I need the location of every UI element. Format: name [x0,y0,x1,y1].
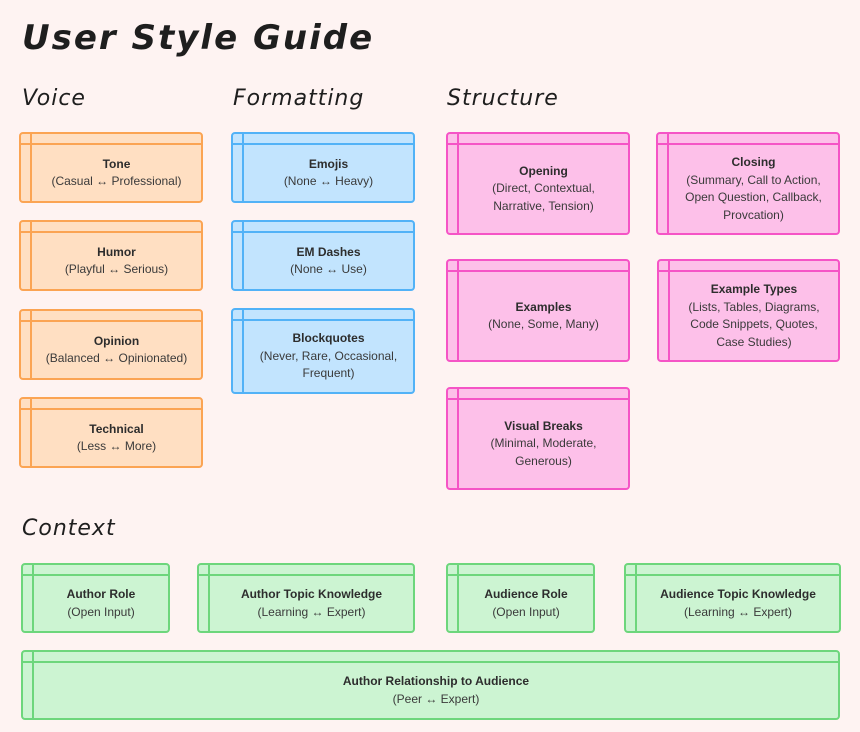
card-title: Emojis [308,156,349,171]
card-em-dashes[interactable]: EM Dashes (None ↔ Use) [231,220,415,291]
card-header-strip [199,574,413,576]
card-title: Humor [97,244,136,259]
card-description: (Direct, Contextual, Narrative, Tension) [492,181,595,213]
card-side-strip [242,134,244,201]
card-description: (Casual ↔ Professional) [51,174,182,188]
card-title: EM Dashes [296,244,361,259]
card-side-strip [32,565,34,631]
card-header-strip [23,661,838,663]
card-side-strip [30,311,32,378]
card-description: (Peer ↔ Expert) [392,691,480,706]
card-blockquotes[interactable]: Blockquotes (Never, Rare, Occasional, Fre… [231,308,415,394]
card-side-strip [457,261,459,360]
card-description: (Lists, Tables, Diagrams, Code Snippets,… [688,299,820,349]
card-audience-role[interactable]: Audience Role (Open Input) [446,563,595,633]
card-description: (Learning ↔ Expert) [257,604,366,619]
card-side-strip [30,222,32,289]
card-description: (None ↔ Use) [290,262,367,276]
card-author-topic-knowledge[interactable]: Author Topic Knowledge (Learning ↔ Expert… [197,563,415,633]
card-title: Opening [519,163,568,178]
card-header-strip [659,270,838,272]
card-title: Audience Topic Knowledge [660,587,816,601]
card-humor[interactable]: Humor (Playful ↔ Serious) [19,220,203,291]
card-title: Author Relationship to Audience [342,674,530,688]
card-tone[interactable]: Tone (Casual ↔ Professional) [19,132,203,203]
card-title: Audience Role [484,587,568,601]
card-side-strip [30,134,32,201]
card-title: Tone [102,156,131,171]
card-description: (Learning ↔ Expert) [683,604,793,619]
card-description: (Open Input) [67,604,135,619]
card-header-strip [21,143,201,145]
card-header-strip [626,574,839,576]
card-side-strip [242,310,244,392]
card-header-strip [448,398,628,400]
card-visual-breaks[interactable]: Visual Breaks (Minimal, Moderate, Generou… [446,387,630,490]
card-side-strip [668,261,670,360]
card-header-strip [233,231,413,233]
card-audience-topic-knowledge[interactable]: Audience Topic Knowledge (Learning ↔ Expe… [624,563,841,633]
card-author-role[interactable]: Author Role (Open Input) [21,563,170,633]
card-header-strip [448,143,628,145]
card-header-strip [658,143,838,145]
card-title: Author Topic Knowledge [240,587,383,601]
card-description: (None ↔ Heavy) [283,174,374,188]
card-side-strip [457,134,459,233]
card-description: (Balanced ↔ Opinionated) [45,351,188,365]
card-side-strip [667,134,669,233]
card-side-strip [208,565,210,631]
section-heading-formatting: Formatting [233,86,365,111]
card-examples[interactable]: Examples (None, Some, Many) [446,259,630,362]
card-description: (Less ↔ More) [76,439,157,453]
page-title: User Style Guide [22,18,375,58]
card-header-strip [21,408,201,410]
section-heading-context: Context [22,516,116,541]
card-opening[interactable]: Opening (Direct, Contextual, Narrative, T… [446,132,630,235]
card-side-strip [30,399,32,466]
card-header-strip [23,574,168,576]
card-author-relationship-to-audience[interactable]: Author Relationship to Audience (Peer ↔ E… [21,650,840,720]
card-title: Author Role [66,587,136,601]
card-opinion[interactable]: Opinion (Balanced ↔ Opinionated) [19,309,203,380]
card-title: Examples [515,299,572,314]
card-closing[interactable]: Closing (Summary, Call to Action, Open Qu… [656,132,840,235]
card-header-strip [448,270,628,272]
card-header-strip [233,143,413,145]
card-side-strip [457,389,459,488]
card-description: (None, Some, Many) [488,317,599,331]
card-description: (Summary, Call to Action, Open Question,… [685,172,822,222]
card-description: (Playful ↔ Serious) [64,262,169,276]
card-header-strip [21,320,201,322]
card-header-strip [21,231,201,233]
card-header-strip [448,574,593,576]
card-example-types[interactable]: Example Types (Lists, Tables, Diagrams, C… [657,259,840,362]
card-side-strip [457,565,459,631]
card-header-strip [233,319,413,321]
card-title: Opinion [93,333,140,348]
card-title: Example Types [710,282,798,296]
section-heading-voice: Voice [22,86,86,111]
card-title: Visual Breaks [504,418,583,433]
section-heading-structure: Structure [447,86,559,111]
card-technical[interactable]: Technical (Less ↔ More) [19,397,203,468]
card-title: Closing [731,155,776,169]
card-title: Technical [89,421,144,436]
card-description: (Never, Rare, Occasional, Frequent) [259,348,398,381]
card-side-strip [242,222,244,289]
card-emojis[interactable]: Emojis (None ↔ Heavy) [231,132,415,203]
card-title: Blockquotes [292,331,365,346]
card-description: (Minimal, Moderate, Generous) [490,436,597,468]
card-side-strip [635,565,637,631]
card-description: (Open Input) [492,604,560,619]
card-side-strip [32,652,34,718]
